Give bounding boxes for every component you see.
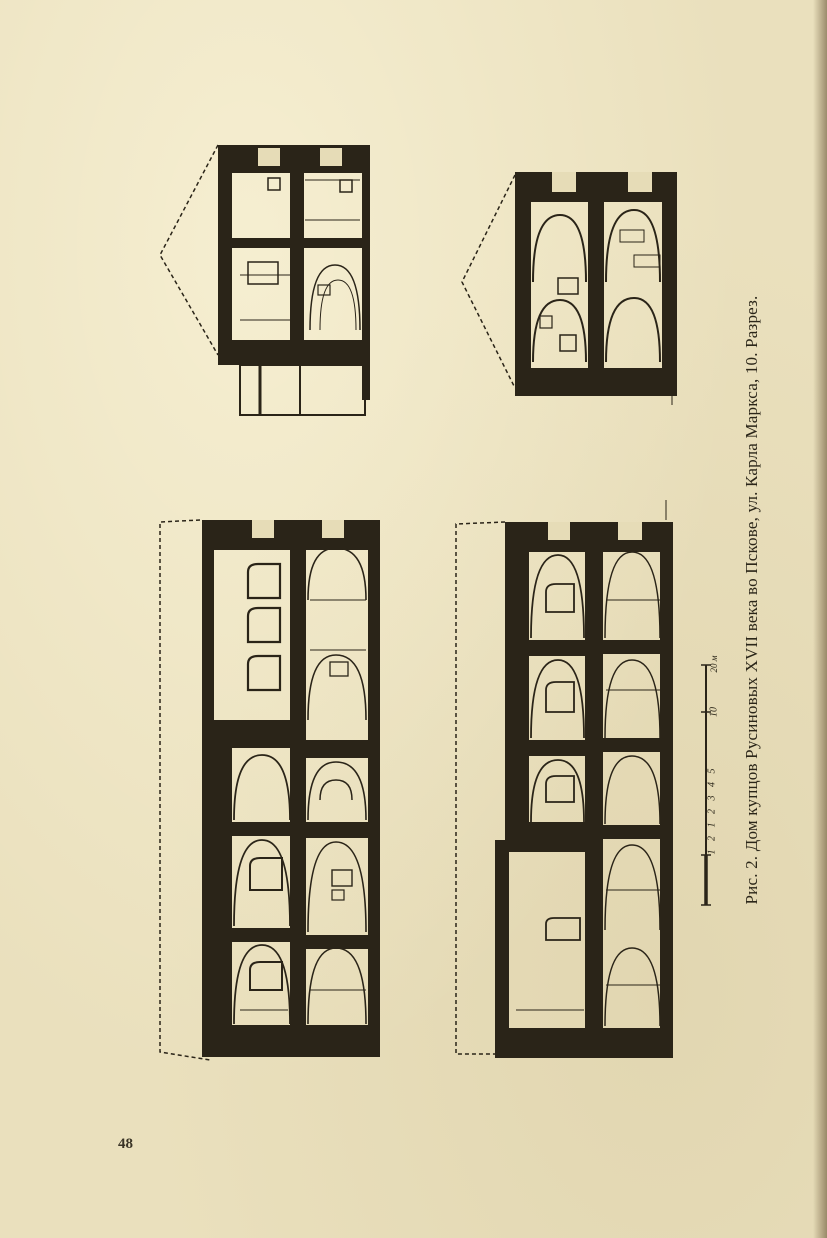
- figure-caption: Рис. 2. Дом купцов Русиновых XVII века в…: [742, 295, 761, 905]
- section-top-left: [159, 144, 370, 416]
- page-number: 48: [118, 1136, 133, 1152]
- scale-ten-label: 10: [708, 707, 720, 717]
- scale-end-label: 20 м: [709, 655, 719, 673]
- scale-ticks-text: 1 2 1 2 3 4 5: [706, 765, 718, 855]
- scale-bar: [701, 664, 711, 906]
- section-top-right: [461, 172, 677, 405]
- section-bottom-left: [159, 519, 380, 1061]
- section-bottom-right: [455, 500, 673, 1058]
- page-spine-shadow: [813, 0, 827, 1238]
